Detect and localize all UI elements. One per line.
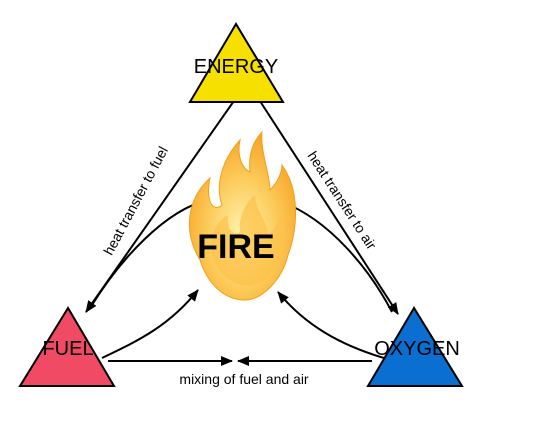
curve-oxygen-to-fire [277, 291, 385, 359]
energy-triangle [188, 22, 285, 103]
oxygen-triangle [366, 306, 464, 387]
mixing-of-fuel-and-air-label: mixing of fuel and air [179, 371, 309, 387]
fuel-triangle [18, 306, 116, 387]
curve-fuel-to-fire [101, 289, 199, 359]
energy-label: ENERGY [194, 56, 278, 78]
fuel-label: FUEL [42, 338, 93, 360]
oxygen-label: OXYGEN [374, 338, 460, 360]
flame-icon [188, 130, 296, 301]
heat-transfer-to-air-label: heat transfer to air [305, 148, 380, 252]
fire-label: FIRE [197, 228, 274, 266]
edge-energy-to-oxygen [257, 97, 399, 315]
curve-oxygen-top [281, 201, 393, 313]
